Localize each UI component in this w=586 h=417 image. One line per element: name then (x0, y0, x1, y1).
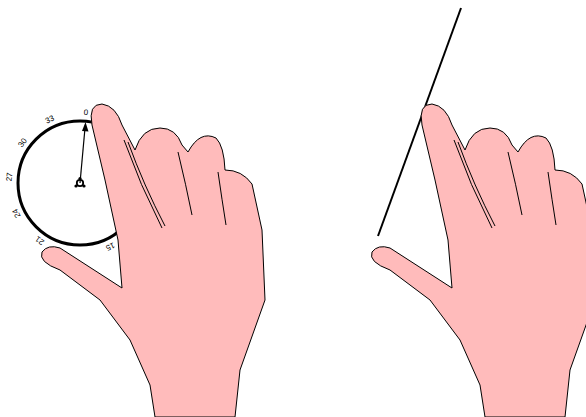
dial-number: 24 (11, 207, 22, 218)
dial-number: 30 (17, 137, 29, 149)
dial-number: 27 (6, 172, 15, 182)
dial-number: 33 (45, 114, 56, 125)
right-hand (371, 104, 586, 417)
dial-number: 0 (84, 109, 89, 117)
dial-number: 21 (34, 234, 46, 246)
dial-number: 15 (104, 241, 115, 252)
left-hand (41, 104, 265, 417)
